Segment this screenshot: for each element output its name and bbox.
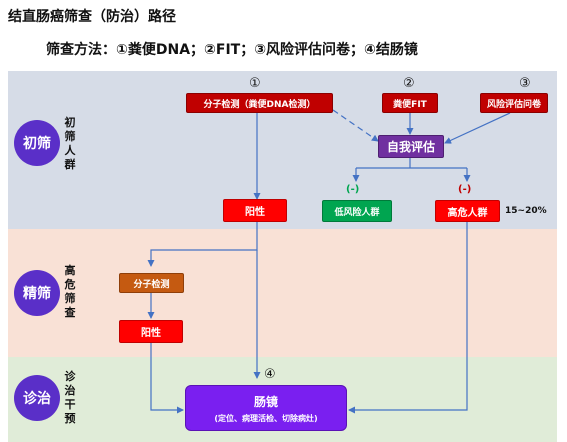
molecular-test-box: 分子检测: [119, 273, 184, 293]
stage-label-high-risk: 高危筛查: [64, 264, 76, 319]
arrow-high-risk-to-colonoscopy: [348, 222, 468, 414]
high-risk-band: [8, 229, 557, 357]
arrow-positive-down: [147, 222, 258, 267]
arrow-self-assessment-split: [356, 158, 467, 169]
stage-circle-diagnosis: 诊治: [14, 375, 60, 421]
dna-test-box: 分子检测（粪便DNA检测）: [186, 93, 333, 113]
colonoscopy-box: 肠镜 (定位、病理活检、切除病灶): [185, 385, 347, 431]
arrow-questionnaire-to-self-assessment: [444, 112, 511, 144]
colonoscopy-label: 肠镜: [253, 394, 278, 409]
low-risk-negative-sign: (-): [346, 184, 360, 195]
low-risk-box: 低风险人群: [322, 200, 392, 222]
arrow-dna-to-self-assessment: [332, 109, 379, 142]
positive-result-box-2: 阳性: [119, 320, 183, 343]
method-number-colonoscopy: ④: [264, 367, 276, 382]
questionnaire-box: 风险评估问卷: [480, 93, 548, 113]
stage-circle-screening: 初筛: [14, 120, 60, 166]
high-risk-ratio: 15~20%: [505, 206, 547, 216]
stage-label-screening: 初筛人群: [64, 116, 76, 171]
positive-result-box: 阳性: [223, 199, 287, 222]
high-risk-negative-sign: (-): [458, 184, 472, 195]
colonoscopy-detail: (定位、病理活检、切除病灶): [214, 413, 318, 423]
stage-circle-high-risk: 精筛: [14, 270, 60, 316]
fit-test-box: 粪便FIT: [382, 93, 438, 113]
method-number-questionnaire: ③: [519, 76, 531, 91]
method-number-fit: ②: [403, 76, 415, 91]
stage-label-diagnosis: 诊治干预: [64, 370, 76, 425]
high-risk-box: 高危人群: [435, 200, 500, 222]
screening-methods-subtitle: 筛查方法：①粪便DNA；②FIT；③风险评估问卷；④结肠镜: [46, 42, 418, 58]
self-assessment-box: 自我评估: [378, 135, 444, 158]
page-title: 结直肠癌筛查（防治）路径: [8, 9, 176, 25]
method-number-dna: ①: [249, 76, 261, 91]
arrow-positive-to-colonoscopy-2: [150, 343, 184, 414]
